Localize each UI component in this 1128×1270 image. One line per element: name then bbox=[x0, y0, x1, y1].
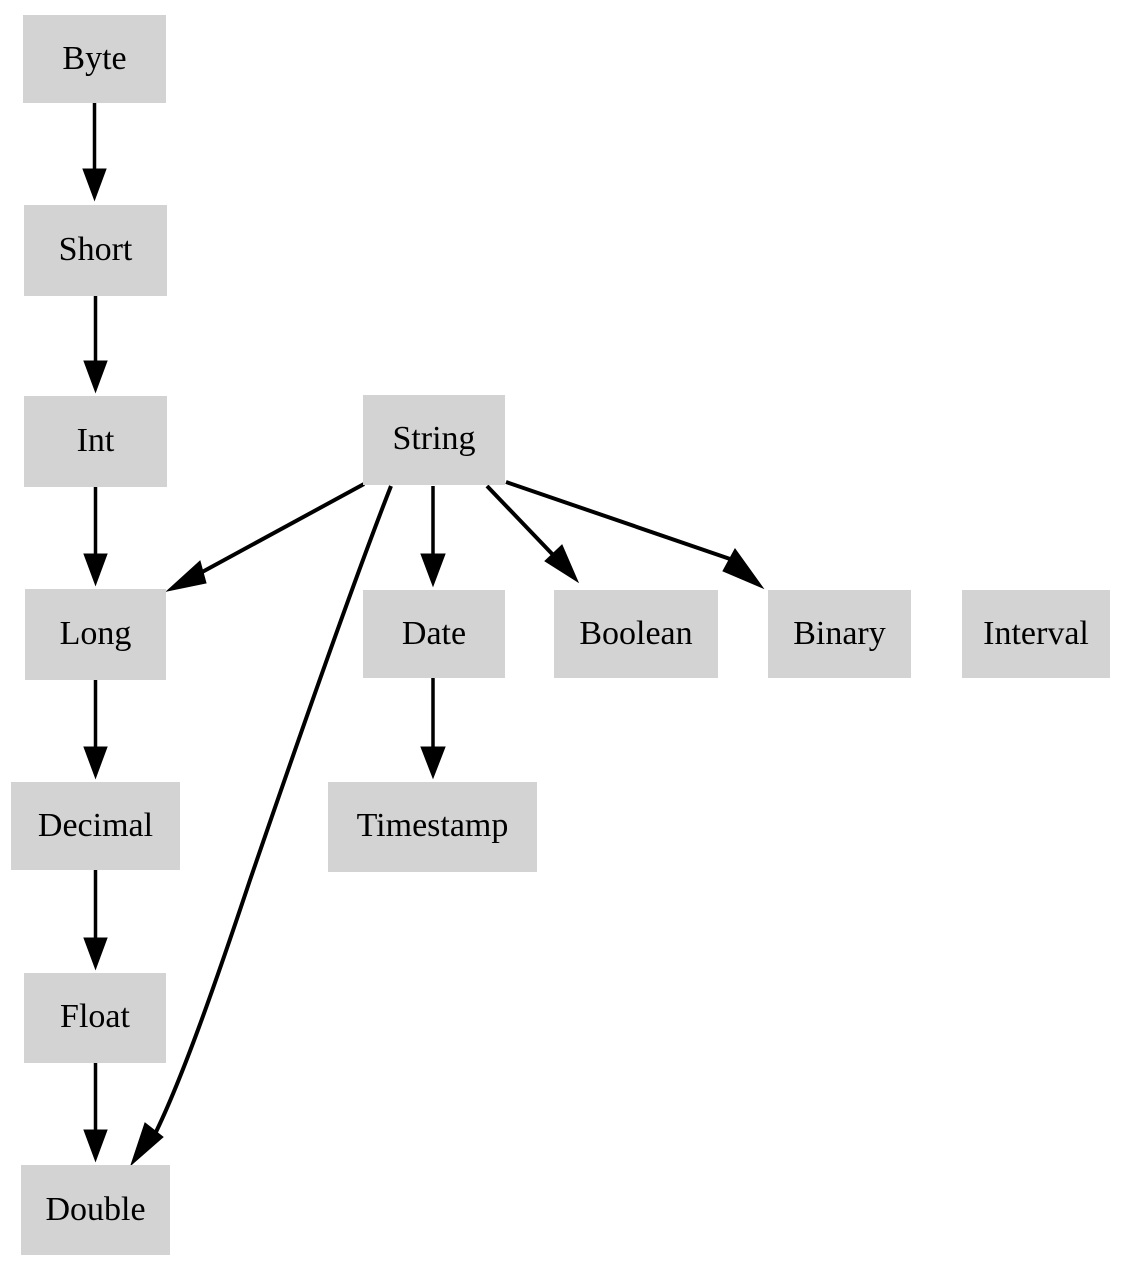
edge-line bbox=[192, 482, 365, 579]
node-box[interactable] bbox=[328, 782, 537, 872]
edge-long-decimal bbox=[83, 680, 108, 780]
node-box[interactable] bbox=[24, 973, 166, 1063]
arrowhead-icon bbox=[722, 548, 765, 590]
node-label: Long bbox=[60, 615, 132, 652]
node-label: String bbox=[392, 420, 475, 457]
edge-line bbox=[505, 480, 734, 562]
edge-string-double bbox=[129, 485, 393, 1167]
node-timestamp[interactable]: Timestamp bbox=[328, 782, 537, 872]
node-float[interactable]: Float bbox=[24, 973, 166, 1063]
node-label: Decimal bbox=[38, 807, 153, 844]
node-double[interactable]: Double bbox=[21, 1165, 170, 1255]
node-long[interactable]: Long bbox=[25, 589, 166, 680]
edge-line bbox=[485, 484, 558, 560]
node-box[interactable] bbox=[363, 590, 505, 678]
arrowhead-icon bbox=[420, 746, 446, 780]
arrowhead-icon bbox=[83, 360, 108, 394]
node-string[interactable]: String bbox=[363, 395, 505, 485]
edge-string-boolean bbox=[485, 484, 580, 584]
node-layer: Byte Short Int String Long Date bbox=[11, 15, 1110, 1255]
edge-date-timestamp bbox=[420, 678, 446, 780]
edge-float-double bbox=[83, 1063, 108, 1163]
node-label: Short bbox=[59, 231, 133, 268]
arrowhead-icon bbox=[544, 544, 580, 584]
edge-short-int bbox=[83, 296, 108, 394]
edge-string-date bbox=[420, 486, 446, 588]
node-label: Int bbox=[77, 422, 115, 459]
node-label: Float bbox=[60, 998, 130, 1035]
node-box[interactable] bbox=[25, 589, 166, 680]
arrowhead-icon bbox=[129, 1122, 164, 1167]
arrowhead-icon bbox=[83, 937, 108, 971]
node-interval[interactable]: Interval bbox=[962, 590, 1110, 678]
edge-decimal-float bbox=[83, 870, 108, 971]
node-boolean[interactable]: Boolean bbox=[554, 590, 718, 678]
node-binary[interactable]: Binary bbox=[768, 590, 911, 678]
node-box[interactable] bbox=[768, 590, 911, 678]
edge-string-long bbox=[165, 482, 365, 592]
node-box[interactable] bbox=[363, 395, 505, 485]
node-box[interactable] bbox=[21, 1165, 170, 1255]
node-byte[interactable]: Byte bbox=[23, 15, 166, 103]
arrowhead-icon bbox=[82, 168, 107, 202]
node-label: Timestamp bbox=[357, 807, 509, 844]
arrowhead-icon bbox=[83, 553, 108, 587]
node-date[interactable]: Date bbox=[363, 590, 505, 678]
arrowhead-icon bbox=[83, 746, 108, 780]
node-box[interactable] bbox=[24, 205, 167, 296]
node-label: Double bbox=[45, 1191, 145, 1228]
edge-layer bbox=[82, 103, 765, 1167]
edge-string-binary bbox=[505, 480, 765, 590]
arrowhead-icon bbox=[165, 560, 207, 592]
edge-line bbox=[150, 485, 393, 1141]
node-label: Binary bbox=[793, 615, 886, 652]
node-box[interactable] bbox=[554, 590, 718, 678]
node-box[interactable] bbox=[11, 782, 180, 870]
arrowhead-icon bbox=[420, 553, 446, 588]
node-decimal[interactable]: Decimal bbox=[11, 782, 180, 870]
edge-byte-short bbox=[82, 103, 107, 202]
node-box[interactable] bbox=[24, 396, 167, 487]
node-box[interactable] bbox=[23, 15, 166, 103]
arrowhead-icon bbox=[83, 1129, 108, 1163]
node-short[interactable]: Short bbox=[24, 205, 167, 296]
node-label: Boolean bbox=[579, 615, 692, 652]
node-label: Interval bbox=[983, 615, 1089, 652]
edge-int-long bbox=[83, 487, 108, 587]
node-box[interactable] bbox=[962, 590, 1110, 678]
node-label: Date bbox=[402, 615, 466, 652]
node-int[interactable]: Int bbox=[24, 396, 167, 487]
node-label: Byte bbox=[62, 40, 126, 77]
